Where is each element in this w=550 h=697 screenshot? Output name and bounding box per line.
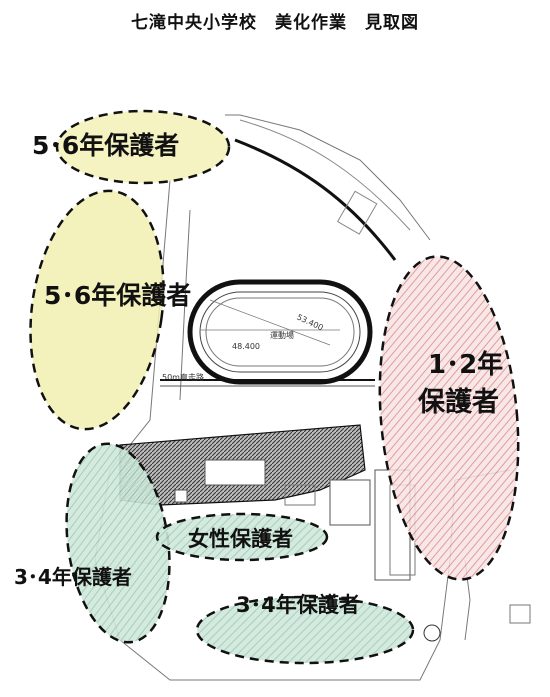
label-grade56-left: 5･6年保護者 (44, 281, 192, 310)
zone-grade56-top (55, 109, 231, 185)
label-grade34-left: 3･4年保護者 (14, 565, 132, 589)
zone-grade34-bottom (195, 595, 415, 665)
zone-grade12 (378, 255, 520, 581)
zone-female (155, 512, 329, 562)
zone-grade56-left (29, 189, 165, 431)
field-label: 運動場 (270, 331, 294, 340)
school-building (119, 424, 416, 581)
straight-track-label: 50m直走路 (162, 373, 204, 382)
running-track (160, 279, 375, 387)
label-grade12-line2: 保護者 (418, 387, 499, 418)
page-title: 七滝中央小学校 美化作業 見取図 (131, 13, 419, 33)
label-grade34-bottom: 3･4年保護者 (236, 593, 360, 617)
label-female: 女性保護者 (188, 527, 293, 551)
label-grade56-top: 5･6年保護者 (32, 131, 180, 160)
road-line (234, 138, 397, 261)
distance-label-1: 48.400 (232, 342, 260, 351)
label-grade12-line1: 1･2年 (428, 350, 504, 380)
